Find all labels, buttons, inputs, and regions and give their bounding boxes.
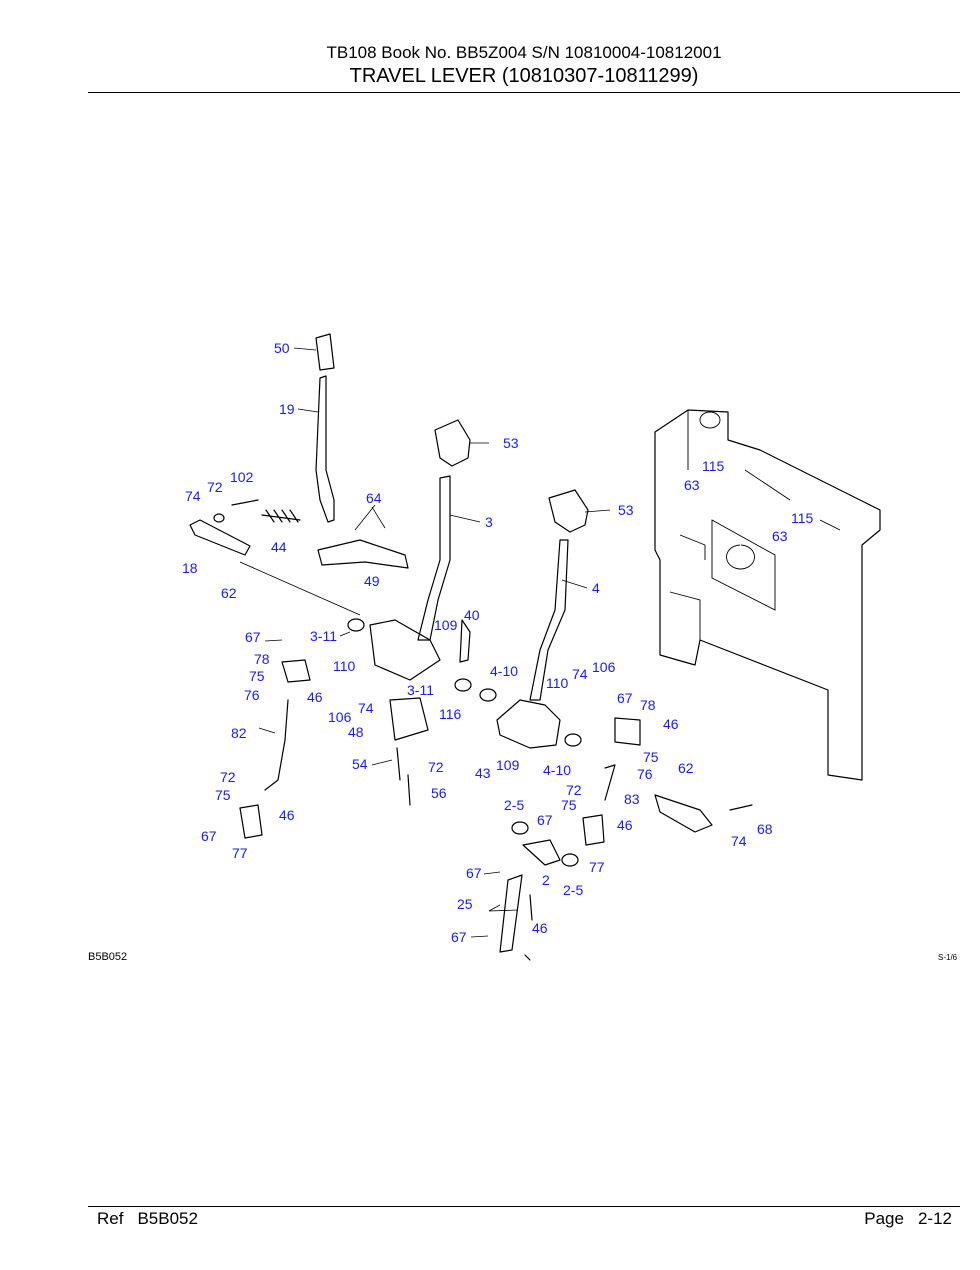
- callout-label: 67: [466, 865, 482, 881]
- callout-label: 53: [503, 435, 519, 451]
- callout-label: 109: [496, 757, 520, 773]
- callout-label: 116: [439, 706, 462, 722]
- callout-label: 102: [230, 469, 254, 485]
- callout-label: 4: [592, 580, 600, 596]
- callout-label: 3-11: [310, 628, 337, 644]
- callout-label: 106: [328, 709, 352, 725]
- callout-label: 3: [485, 514, 493, 530]
- callout-label: 76: [244, 687, 260, 703]
- callout-label: 74: [185, 488, 201, 504]
- callout-label: 74: [358, 700, 374, 716]
- callout-label: 4-10: [490, 663, 518, 679]
- callout-label: 2-5: [504, 797, 524, 813]
- sheet-code: S-1/6: [938, 953, 958, 962]
- callout-label: 44: [271, 539, 287, 555]
- callout-label: 18: [182, 560, 198, 576]
- callout-label: 67: [451, 929, 467, 945]
- callout-label: 109: [434, 617, 458, 633]
- frame-panel: [654, 409, 881, 781]
- callout-label: 53: [618, 502, 634, 518]
- page-label: Page: [864, 1209, 904, 1228]
- callout-label: 110: [546, 675, 569, 691]
- book-info: TB108 Book No. BB5Z004 S/N 10810004-1081…: [326, 43, 722, 62]
- callout-label: 67: [537, 812, 553, 828]
- page-header: TB108 Book No. BB5Z004 S/N 10810004-1081…: [88, 42, 960, 88]
- callout-label: 64: [366, 490, 382, 506]
- callout-label: 19: [279, 401, 295, 417]
- page-number: 2-12: [917, 1209, 952, 1228]
- callout-label: 75: [249, 668, 265, 684]
- callout-label: 67: [617, 690, 633, 706]
- middle-lever: [347, 419, 472, 806]
- callout-label: 4-10: [543, 762, 571, 778]
- header-divider: [88, 92, 960, 93]
- callout-label: 63: [772, 528, 788, 544]
- callout-label: 75: [643, 749, 659, 765]
- callout-label: 2-5: [563, 882, 583, 898]
- callout-label: 115: [791, 510, 814, 526]
- callout-label: 77: [232, 845, 248, 861]
- callout-label: 54: [352, 756, 368, 772]
- callout-label: 46: [307, 689, 323, 705]
- callout-label: 106: [592, 659, 616, 675]
- callout-label: 48: [348, 724, 364, 740]
- right-lower-link: [499, 814, 605, 961]
- page-title: TRAVEL LEVER (10810307-10811299): [349, 65, 699, 87]
- callout-label: 78: [254, 651, 270, 667]
- callout-label: 67: [201, 828, 217, 844]
- callout-label: 72: [428, 759, 444, 775]
- callout-label: 67: [245, 629, 261, 645]
- left-lever: [189, 333, 409, 616]
- callout-label: 76: [637, 766, 653, 782]
- callout-label: 3-11: [407, 682, 434, 698]
- callout-label: 62: [678, 760, 694, 776]
- callout-label: 110: [333, 658, 356, 674]
- footer-divider: [88, 1206, 960, 1207]
- footer-ref: Ref B5B052: [97, 1208, 212, 1230]
- left-lower-link: [239, 659, 311, 839]
- right-lever: [479, 489, 753, 833]
- callout-label: 43: [475, 765, 491, 781]
- callout-label: 83: [624, 791, 640, 807]
- callout-label: 46: [663, 716, 679, 732]
- callout-label: 74: [572, 666, 588, 682]
- callout-label: 50: [274, 340, 290, 356]
- drawing-ref-code: B5B052: [88, 951, 128, 963]
- callout-label: 75: [561, 797, 577, 813]
- callout-label: 72: [220, 769, 236, 785]
- callout-label: 74: [731, 833, 747, 849]
- callout-label: 72: [566, 782, 582, 798]
- callout-label: 62: [221, 585, 237, 601]
- footer-page: Page 2-12: [850, 1208, 952, 1230]
- ref-label: Ref: [97, 1209, 124, 1228]
- ref-value: B5B052: [137, 1209, 198, 1228]
- callout-label: 82: [231, 725, 247, 741]
- callout-label: 56: [431, 785, 447, 801]
- callout-label: 46: [279, 807, 295, 823]
- callout-label: 72: [207, 479, 223, 495]
- callout-label: 63: [684, 477, 700, 493]
- callout-label: 78: [640, 697, 656, 713]
- callout-label: 46: [617, 817, 633, 833]
- callout-label: 2: [542, 872, 550, 888]
- callout-label: 49: [364, 573, 380, 589]
- leader-lines: [258, 347, 611, 938]
- callout-label: 75: [215, 787, 231, 803]
- callout-labels: 50 19 102 72 74 64 44 18 62 49 53 3 115 …: [182, 340, 814, 945]
- callout-label: 40: [464, 607, 480, 623]
- callout-label: 77: [589, 859, 605, 875]
- callout-label: 46: [532, 920, 548, 936]
- callout-label: 25: [457, 896, 473, 912]
- callout-label: 68: [757, 821, 773, 837]
- callout-label: 115: [702, 458, 725, 474]
